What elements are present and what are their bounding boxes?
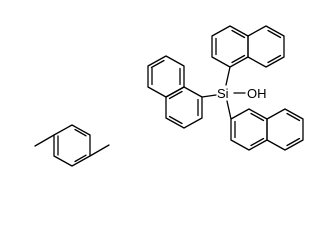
lower-naphthyl-ring-a (230, 108, 268, 151)
left-naphthyl-inner-bond-2 (168, 115, 183, 125)
silicon-atom-label: Si (217, 86, 229, 101)
trinaphthylsilanol-molecule: Si OH (147, 25, 304, 151)
upper-naphthyl-ring-b (247, 25, 285, 68)
lower-naphthyl-inner-bond-4 (286, 112, 301, 122)
left-naphthyl-inner-bond-3 (168, 90, 183, 100)
upper-naphthyl-inner-bond-2 (231, 29, 246, 39)
upper-naphthyl-ring-a (211, 25, 249, 68)
si-left-naphthyl-bond (201, 94, 217, 98)
upper-naphthyl-inner-bond-5 (267, 54, 282, 64)
lower-naphthyl-group (230, 108, 304, 151)
upper-naphthyl-inner-bond-4 (267, 29, 282, 39)
xylene-methyl-left (34, 134, 55, 147)
xylene-inner-bond-2 (74, 154, 87, 163)
lower-naphthyl-inner-bond-5 (286, 137, 301, 147)
left-naphthyl-inner-bond-5 (150, 59, 165, 69)
xylene-ring (53, 124, 91, 167)
left-naphthyl-group (147, 55, 203, 129)
lower-naphthyl-inner-bond-2 (250, 112, 265, 122)
hydroxyl-group-label: OH (247, 86, 267, 101)
p-xylene-molecule (34, 124, 110, 167)
si-lower-naphthyl-bond (226, 100, 232, 120)
upper-naphthyl-inner-bond-3 (231, 54, 246, 64)
left-naphthyl-ring-b (147, 55, 185, 98)
left-naphthyl-ring-a (165, 86, 203, 129)
lower-naphthyl-ring-b (266, 108, 304, 151)
xylene-methyl-right (89, 144, 110, 157)
si-upper-naphthyl-bond (225, 66, 231, 86)
upper-naphthyl-group (211, 25, 285, 68)
lower-naphthyl-inner-bond-3 (250, 137, 265, 147)
chemical-structure-diagram: Si OH (34, 25, 304, 167)
xylene-inner-bond-1 (74, 128, 87, 137)
